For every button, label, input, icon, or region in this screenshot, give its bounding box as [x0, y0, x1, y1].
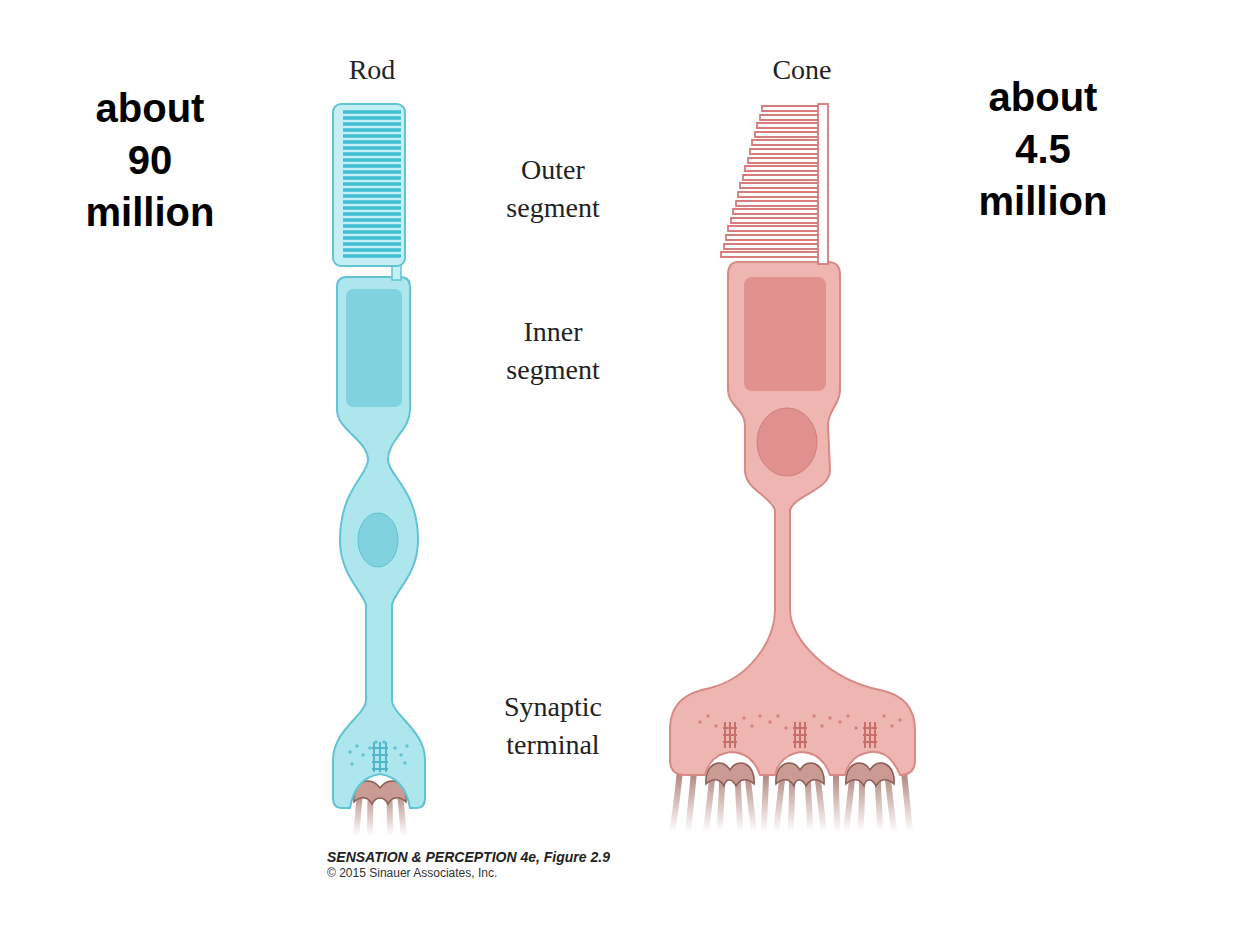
cone-cell [670, 104, 915, 832]
cone-nucleus [757, 408, 817, 476]
part-name: Inner segment [488, 313, 618, 389]
rod-nucleus [358, 513, 398, 567]
cone-outer-spine [818, 104, 828, 264]
rod-synaptic-ribbon [372, 742, 388, 772]
rod-dendrite-heads [354, 781, 406, 804]
cell-count: about 90 million [75, 82, 225, 238]
cone-synaptic-ribbons [723, 722, 877, 748]
rod-inner-body [333, 277, 425, 808]
part-name: Outer segment [488, 151, 618, 227]
rod-inner-segment [346, 289, 402, 407]
figure-credit: SENSATION & PERCEPTION 4e, Figure 2.9 [327, 849, 610, 866]
part-name: Synaptic terminal [483, 688, 623, 764]
cell-name: Cone [772, 51, 831, 89]
rod-discs [343, 112, 401, 256]
cone-inner-segment [744, 277, 826, 391]
cone-dendrite-heads [706, 763, 894, 786]
copyright-note: © 2015 Sinauer Associates, Inc. [327, 866, 497, 881]
cone-body [670, 262, 915, 775]
rod-vesicles [350, 742, 407, 764]
rod-outer-segment [333, 104, 405, 266]
cell-count: about 4.5 million [968, 71, 1118, 227]
cone-discs [721, 106, 822, 257]
rod-cell [333, 104, 425, 836]
cell-name: Rod [349, 51, 396, 89]
